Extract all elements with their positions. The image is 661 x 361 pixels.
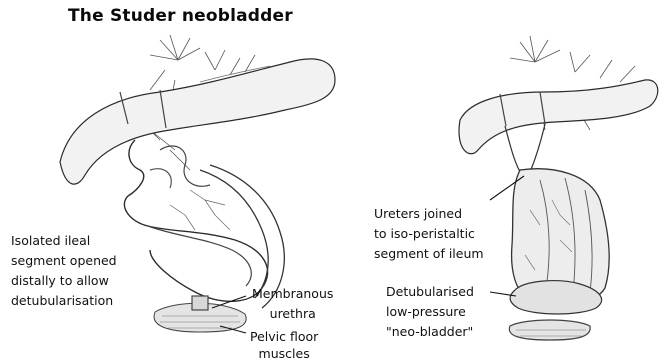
label-line: Ureters joined: [374, 204, 484, 224]
label-line: urethra: [252, 304, 333, 324]
label-membranous-urethra: Membranous urethra: [252, 284, 333, 324]
label-line: low-pressure: [386, 302, 474, 322]
label-line: Membranous: [252, 284, 333, 304]
label-line: "neo-bladder": [386, 322, 474, 342]
page-title: The Studer neobladder: [68, 6, 293, 26]
pointer-membranous-urethra: [212, 296, 246, 308]
left-small-bowel-coil: [124, 140, 267, 301]
label-isolated-ileal: Isolated ileal segment opened distally t…: [11, 231, 117, 311]
label-detubularised: Detubularised low-pressure "neo-bladder": [386, 282, 474, 342]
label-ureters-joined: Ureters joined to iso-peristaltic segmen…: [374, 204, 484, 264]
label-line: segment opened: [11, 251, 117, 271]
label-line: Pelvic floor: [250, 327, 318, 347]
label-pelvic-floor: Pelvic floor muscles: [250, 327, 318, 360]
right-bowel-arch: [459, 80, 658, 154]
left-urethra-stump: [192, 296, 208, 310]
label-line: Isolated ileal: [11, 231, 117, 251]
right-illustration: [459, 36, 658, 340]
left-bowel-arch: [60, 59, 335, 184]
label-line: segment of ileum: [374, 244, 484, 264]
label-line: distally to allow: [11, 271, 117, 291]
label-line: detubularisation: [11, 291, 117, 311]
label-line: Detubularised: [386, 282, 474, 302]
label-line: to iso-peristaltic: [374, 224, 484, 244]
right-ureters: [505, 124, 545, 175]
label-line: muscles: [250, 347, 318, 360]
